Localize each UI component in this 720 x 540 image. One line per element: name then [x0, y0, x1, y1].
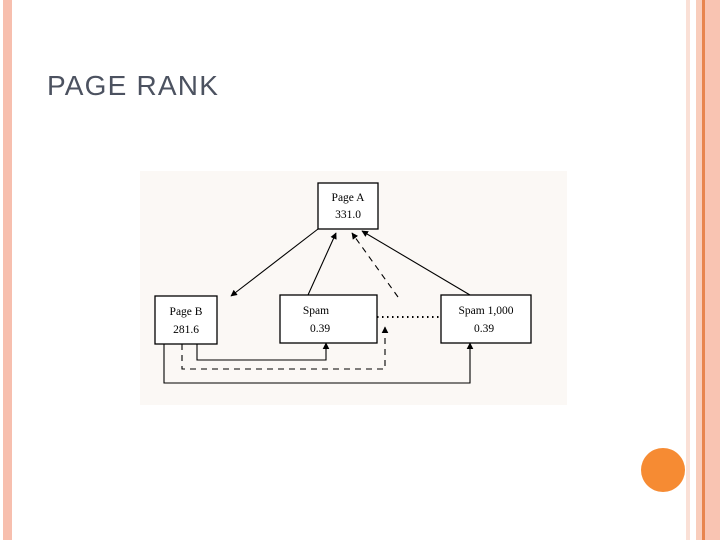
node-page-b: Page B 281.6: [154, 295, 218, 345]
edge-page-a-to-page-b: [230, 228, 319, 297]
node-page-a: Page A 331.0: [317, 182, 379, 230]
right-border-stripe-light: [686, 0, 690, 540]
edge-page-b-to-spam1000-dashed: [181, 326, 389, 370]
left-border-stripe: [3, 0, 12, 540]
page-title: PAGE RANK: [47, 70, 220, 101]
node-spam: Spam 0.39: [279, 294, 378, 344]
pagerank-diagram: Page A 331.0 Page B 281.6 Spam 0.39 Spam…: [140, 171, 567, 405]
node-spam-1000-value: 0.39: [474, 323, 494, 335]
node-spam-1000: Spam 1,000 0.39: [440, 294, 532, 344]
node-page-b-name: Page B: [170, 306, 203, 318]
edge-spam-to-page-a: [307, 232, 337, 296]
right-border-stripe-accent: [702, 0, 705, 540]
edge-page-b-to-spam: [196, 342, 330, 361]
node-spam-value: 0.39: [310, 323, 330, 335]
node-spam-name: Spam: [303, 305, 329, 317]
node-page-b-value: 281.6: [173, 324, 199, 336]
edge-page-b-to-spam1000-solid: [163, 342, 474, 384]
node-page-a-value: 331.0: [335, 209, 361, 221]
node-spam-1000-name: Spam 1,000: [459, 305, 514, 317]
decorative-circle: [641, 448, 685, 492]
right-border-stripe-wide: [705, 0, 720, 540]
edge-spam1000-to-page-a-solid: [361, 230, 471, 296]
node-page-a-name: Page A: [332, 192, 366, 204]
edge-spam1000-to-page-a-dashed: [351, 232, 399, 298]
right-border-stripe-mid: [696, 0, 702, 540]
